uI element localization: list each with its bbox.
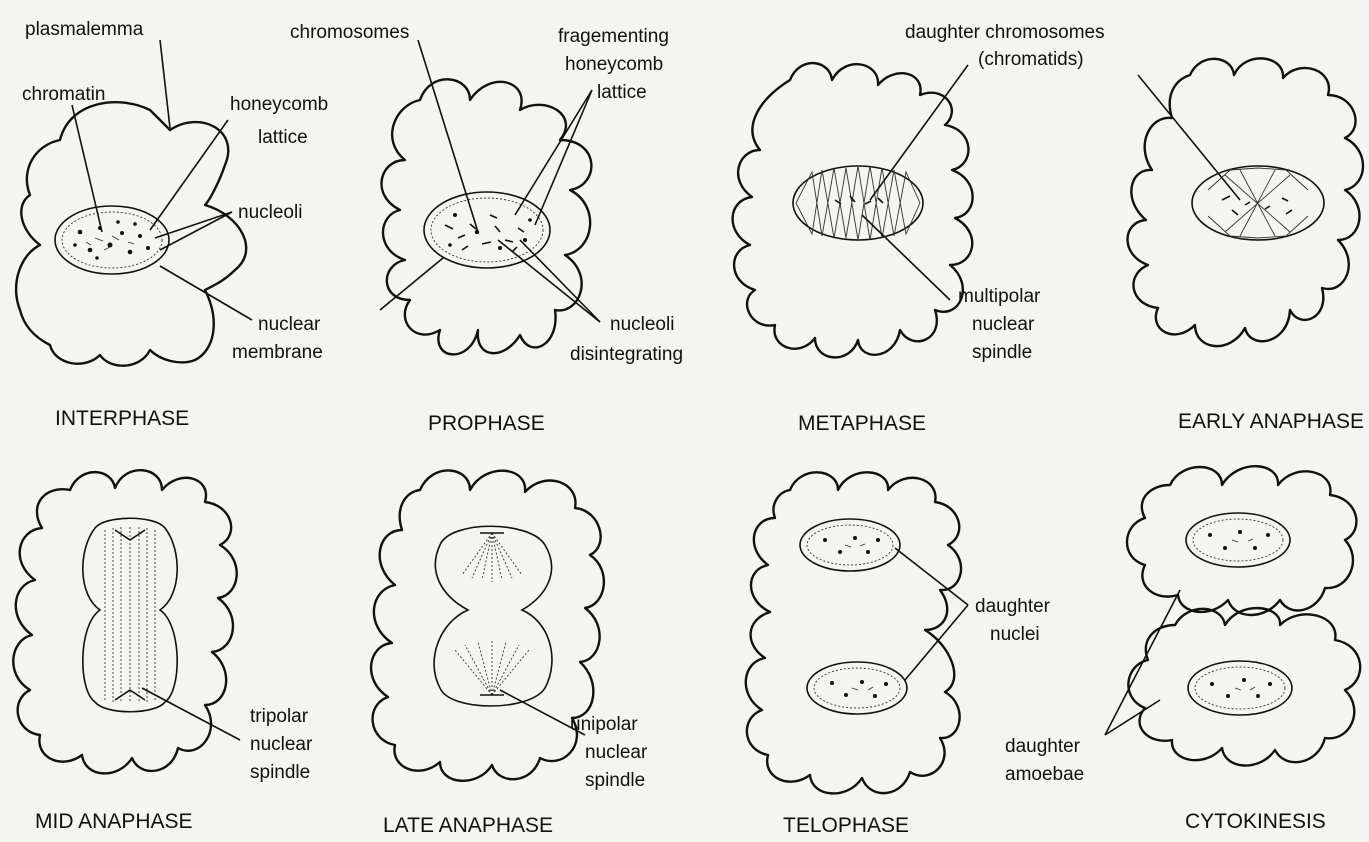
title-telophase: TELOPHASE: [783, 814, 909, 837]
leader-early-anaphase: [1138, 75, 1240, 200]
panel-metaphase: daughter chromosomes (chromatids) multip…: [733, 22, 1105, 435]
label-nuclear-1: nuclear: [258, 314, 321, 335]
telophase-nucleus-top-inner: [807, 525, 893, 565]
label-fragmenting-3: lattice: [597, 82, 647, 103]
leader-honeycomb: [150, 120, 228, 230]
label-nuclear-late: nuclear: [585, 742, 648, 763]
label-fragmenting-1: fragementing: [558, 26, 669, 47]
telophase-nucleus-bottom-inner: [814, 668, 900, 708]
title-mid-anaphase: MID ANAPHASE: [35, 810, 193, 833]
label-nuclear-mid: nuclear: [250, 734, 313, 755]
early-anaphase-cell-outline: [1128, 58, 1364, 346]
label-tripolar: tripolar: [250, 706, 309, 727]
leader-chromosomes: [418, 40, 478, 232]
telophase-cell-outline: [746, 472, 961, 793]
leader-tripolar: [142, 688, 240, 740]
label-chromatids: (chromatids): [978, 49, 1084, 70]
label-multipolar: multipolar: [958, 286, 1041, 307]
label-honeycomb-2: lattice: [258, 127, 308, 148]
title-prophase: PROPHASE: [428, 412, 545, 435]
label-membrane-2: membrane: [232, 342, 323, 363]
telophase-granules: [823, 536, 888, 698]
label-chromosomes: chromosomes: [290, 22, 409, 43]
label-nucleoli: nucleoli: [238, 202, 302, 223]
chromatin-granules: [73, 220, 150, 260]
label-unipolar: unipolar: [570, 714, 638, 735]
mid-anaphase-cell-outline: [13, 470, 236, 773]
prophase-nucleus-inner: [431, 198, 543, 262]
label-daughter-chromosomes: daughter chromosomes: [905, 22, 1105, 43]
label-plasmalemma: plasmalemma: [25, 19, 144, 40]
prophase-chromosomes: [445, 213, 532, 252]
leader-fragmenting-b: [535, 90, 592, 225]
mid-anaphase-spindle-fibers: [105, 527, 155, 703]
panel-mid-anaphase: tripolar nuclear spindle MID ANAPHASE: [13, 470, 313, 833]
late-anaphase-cell-outline: [371, 470, 604, 780]
label-spindle-mid: spindle: [250, 762, 310, 783]
label-disintegrating-2: disintegrating: [570, 344, 683, 365]
panel-late-anaphase: unipolar nuclear spindle LATE ANAPHASE: [371, 470, 648, 837]
cytokinesis-amoeba-bottom: [1128, 608, 1360, 765]
leader-lattice-left: [380, 258, 443, 310]
late-anaphase-nucleus: [434, 526, 552, 706]
label-daughter-nuclei-2: nuclei: [990, 624, 1040, 645]
prophase-cell-outline: [381, 79, 591, 354]
leader-daughter-nuclei-bottom: [905, 605, 968, 680]
panel-early-anaphase: EARLY ANAPHASE: [1128, 58, 1364, 433]
leader-nucleoli-dis: [498, 240, 600, 322]
telophase-nucleus-top: [800, 519, 900, 571]
panel-interphase: plasmalemma chromatin honeycomb lattice …: [16, 19, 328, 430]
leader-nuclear-membrane: [160, 266, 252, 320]
label-fragmenting-2: honeycomb: [565, 54, 663, 75]
leader-nucleoli-a: [155, 212, 232, 238]
late-anaphase-spindle-fibers: [455, 533, 529, 695]
cytokinesis-nucleus-top-inner: [1193, 519, 1283, 561]
label-spindle: spindle: [972, 342, 1032, 363]
title-cytokinesis: CYTOKINESIS: [1185, 810, 1326, 833]
early-anaphase-chromosomes: [1222, 196, 1292, 215]
panel-cytokinesis: daughter amoebae CYTOKINESIS: [1005, 466, 1360, 833]
nucleus: [55, 206, 169, 274]
label-honeycomb-1: honeycomb: [230, 94, 328, 115]
label-daughter-amoebae-2: amoebae: [1005, 764, 1084, 785]
title-interphase: INTERPHASE: [55, 407, 189, 430]
label-daughter-amoebae-1: daughter: [1005, 736, 1081, 757]
label-spindle-late: spindle: [585, 770, 645, 791]
label-daughter-nuclei-1: daughter: [975, 596, 1051, 617]
panel-prophase: chromosomes fragementing honeycomb latti…: [290, 22, 683, 435]
leader-nucleoli-b: [160, 212, 232, 250]
leader-plasmalemma: [160, 40, 170, 128]
cytokinesis-nucleus-bottom: [1188, 661, 1292, 715]
title-metaphase: METAPHASE: [798, 412, 926, 435]
title-late-anaphase: LATE ANAPHASE: [383, 814, 553, 837]
title-early-anaphase: EARLY ANAPHASE: [1178, 410, 1364, 433]
cytokinesis-nucleus-top: [1186, 513, 1290, 567]
metaphase-spindle-fibers: [796, 166, 920, 240]
label-nucleoli-1: nucleoli: [610, 314, 674, 335]
telophase-nucleus-bottom: [807, 662, 907, 714]
cytokinesis-amoeba-top: [1127, 466, 1356, 615]
label-nuclear: nuclear: [972, 314, 1035, 335]
cytokinesis-nucleus-bottom-inner: [1195, 667, 1285, 709]
prophase-nucleus: [424, 192, 550, 268]
label-chromatin: chromatin: [22, 84, 105, 105]
nuclear-membrane-inner: [62, 212, 162, 268]
